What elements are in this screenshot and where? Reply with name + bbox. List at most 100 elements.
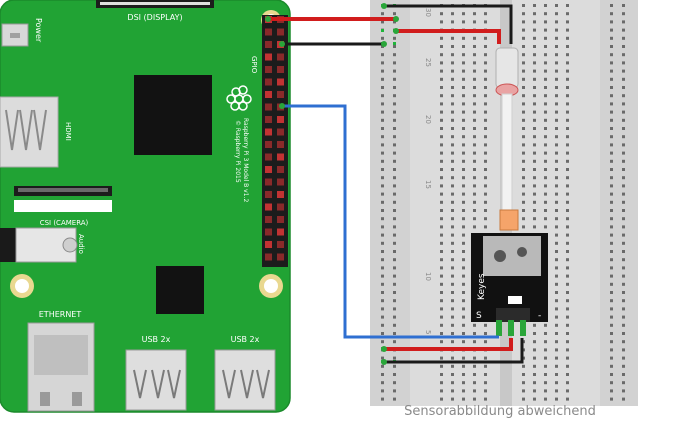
breadboard-hole [462,77,465,81]
breadboard-hole [610,217,613,221]
breadboard-hole [440,77,443,81]
breadboard-hole [610,258,613,262]
breadboard-hole [381,135,384,139]
breadboard-hole [440,373,443,376]
breadboard-hole [533,61,536,65]
breadboard-hole [566,184,569,188]
breadboard-hole [393,127,396,130]
breadboard-hole [566,61,569,65]
gpio-pin [265,241,272,248]
breadboard-hole [473,77,476,81]
sensor-pin-minus-label: - [538,311,541,321]
breadboard-hole [610,28,613,32]
breadboard-hole [381,233,384,237]
breadboard-hole [610,184,613,188]
wire-power-bottom-to-sensor [384,338,513,351]
breadboard-hole [393,217,396,221]
gpio-pin [265,253,272,261]
breadboard-hole [622,86,625,89]
breadboard-hole [555,373,558,376]
breadboard-hole [473,110,476,114]
breadboard-hole [566,315,569,319]
breadboard-hole [555,192,558,196]
breadboard-hole [393,36,396,40]
breadboard-hole [462,184,465,188]
wire-ground-bottom-to-sensor [384,338,524,364]
hdmi-label: HDMI [64,122,72,141]
breadboard-hole [393,258,396,262]
breadboard-hole [484,127,487,130]
breadboard-hole [533,381,536,385]
breadboard-hole [393,397,396,401]
breadboard-hole [462,323,465,327]
breadboard-hole [522,168,525,171]
breadboard-hole [566,127,569,130]
breadboard-hole [555,340,558,344]
breadboard-hole [393,192,396,196]
breadboard-hole [451,159,454,163]
breadboard-hole [555,61,558,65]
breadboard-hole [473,53,476,57]
breadboard-hole [462,176,465,180]
gpio-pin [277,128,284,136]
breadboard-hole [473,381,476,385]
breadboard-hole [440,233,443,237]
wire-ends [265,3,399,365]
gpio-pin [277,141,284,148]
breadboard-hole [393,45,396,48]
breadboard-hole [462,225,465,229]
breadboard-hole [566,364,569,368]
breadboard-hole [555,258,558,262]
breadboard-hole [440,135,443,139]
breadboard-hole [451,323,454,327]
breadboard-hole [440,266,443,270]
breadboard-hole [555,118,558,122]
breadboard-hole [484,389,487,393]
breadboard-hole [533,332,536,335]
breadboard-hole [522,102,525,106]
breadboard-hole [622,323,625,327]
breadboard-hole [533,217,536,221]
breadboard-hole [484,135,487,139]
breadboard-hole [622,209,625,212]
breadboard-hole [462,20,465,24]
breadboard-hole [533,184,536,188]
breadboard-hole [610,94,613,98]
breadboard-hole [451,282,454,286]
breadboard-hole [451,77,454,81]
breadboard-hole [451,110,454,114]
breadboard-hole [622,94,625,98]
breadboard-hole [622,159,625,163]
breadboard-hole [522,118,525,122]
breadboard-hole [555,348,558,352]
breadboard-hole [381,12,384,16]
breadboard-hole [473,373,476,376]
gpio-pin [265,178,272,186]
breadboard-hole [533,176,536,180]
breadboard-hole [533,348,536,352]
breadboard-hole [622,110,625,114]
breadboard-hole [533,200,536,204]
breadboard-hole [393,110,396,114]
column-number-5: 5 [424,330,432,334]
breadboard-hole [462,61,465,65]
breadboard-hole [440,323,443,327]
breadboard-hole [533,323,536,327]
breadboard-hole [393,364,396,368]
breadboard-hole [473,135,476,139]
breadboard-hole [440,151,443,155]
breadboard-hole [522,389,525,393]
breadboard-hole [610,282,613,286]
breadboard-hole [473,45,476,48]
breadboard-hole [451,332,454,335]
breadboard-hole [566,340,569,344]
breadboard-hole [440,45,443,48]
breadboard-hole [566,53,569,57]
caption-text: Sensorabbildung abweichend [404,404,596,419]
breadboard-hole [451,69,454,73]
breadboard-hole [533,373,536,376]
breadboard-hole [622,127,625,130]
gpio-pin [277,241,284,248]
breadboard-hole [522,28,525,32]
breadboard-hole [451,397,454,401]
